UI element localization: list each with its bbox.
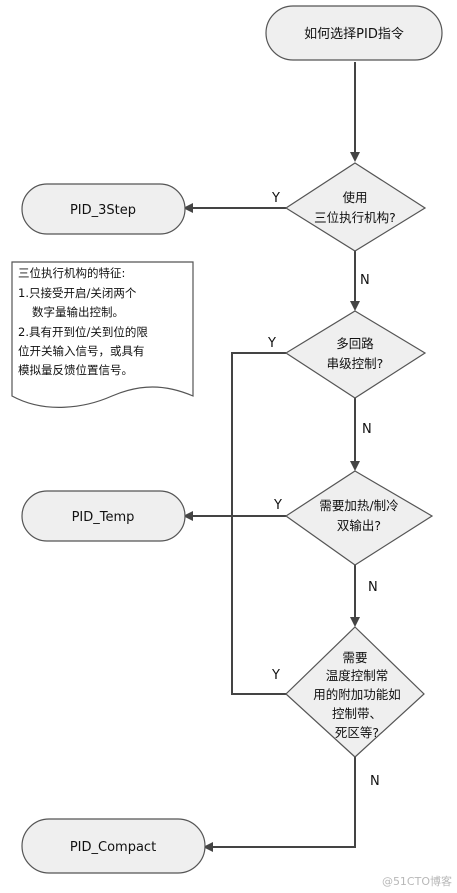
note-line-5: 位开关输入信号，或具有 (18, 344, 145, 358)
d3-yes-label: Y (273, 498, 282, 513)
decision-2-line-2: 串级控制? (327, 356, 384, 371)
d4-no-label: N (370, 774, 380, 789)
decision-2-line-1: 多回路 (336, 336, 374, 351)
decision-4-line-2: 温度控制常 (326, 668, 389, 683)
decision-4-line-1: 需要 (342, 650, 367, 665)
connectors (183, 62, 360, 852)
start-label: 如何选择PID指令 (304, 26, 404, 42)
decision-three-position-actuator: 使用 三位执行机构? (284, 162, 427, 252)
d1-no-label: N (360, 273, 370, 288)
note-line-4: 2.具有开到位/关到位的限 (18, 325, 148, 339)
terminal-pid-compact-label: PID_Compact (70, 840, 156, 855)
decision-3-line-1: 需要加热/制冷 (319, 498, 398, 513)
d4-yes-label: Y (271, 668, 280, 683)
decision-4-line-4: 控制带、 (332, 706, 382, 721)
start-terminal: 如何选择PID指令 (265, 5, 443, 61)
d3-no-label: N (368, 580, 378, 595)
decision-1-line-2: 三位执行机构? (314, 210, 396, 225)
d2-yes-label: Y (267, 336, 276, 351)
decision-4-line-5: 死区等? (335, 725, 379, 740)
decision-3-line-2: 双输出? (337, 518, 381, 533)
decision-temperature-functions: 需要 温度控制常 用的附加功能如 控制带、 死区等? (285, 626, 425, 758)
arrow-d4-no (203, 757, 356, 852)
note-line-2: 1.只接受开启/关闭两个 (18, 286, 137, 300)
watermark: @51CTO博客 (382, 874, 452, 888)
d2-no-label: N (362, 422, 372, 437)
terminal-pid-compact: PID_Compact (21, 818, 206, 874)
note-line-6: 模拟量反馈位置信号。 (18, 363, 133, 377)
branch-labels: Y N Y N Y N Y N (267, 191, 380, 789)
arrow-d2-yes (231, 352, 286, 516)
terminal-pid-temp: PID_Temp (21, 490, 186, 542)
decision-heating-cooling: 需要加热/制冷 双输出? (284, 470, 434, 566)
decision-4-line-3: 用的附加功能如 (313, 687, 401, 702)
note-line-3: 数字量输出控制。 (32, 305, 124, 319)
decision-1-line-1: 使用 (342, 190, 367, 205)
decision-cascade-control: 多回路 串级控制? (284, 310, 427, 399)
d1-yes-label: Y (271, 191, 280, 206)
terminal-pid-3step-label: PID_3Step (70, 203, 136, 218)
note-document: 三位执行机构的特征: 1.只接受开启/关闭两个 数字量输出控制。 2.具有开到位… (11, 261, 194, 408)
note-line-1: 三位执行机构的特征: (18, 266, 125, 280)
terminal-pid-temp-label: PID_Temp (72, 510, 135, 525)
terminal-pid-3step: PID_3Step (21, 183, 186, 235)
arrow-d4-yes (231, 516, 286, 695)
